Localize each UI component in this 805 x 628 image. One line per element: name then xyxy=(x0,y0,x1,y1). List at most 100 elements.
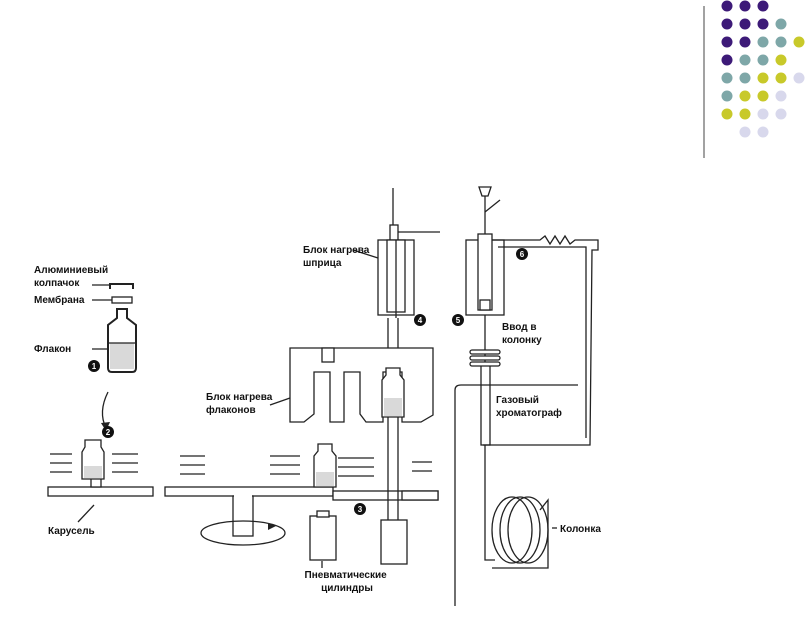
label-vial-heater: Блок нагрева флаконов xyxy=(206,392,275,416)
inlet-ring xyxy=(469,361,501,367)
decorative-dot xyxy=(739,72,751,84)
decorative-dot xyxy=(775,36,787,48)
decorative-dot xyxy=(721,0,733,12)
carousel-vial-1-liquid xyxy=(84,466,102,478)
decorative-dot xyxy=(775,54,787,66)
decorative-dot xyxy=(739,108,751,120)
decorative-dot xyxy=(757,0,769,12)
decorative-dot xyxy=(793,72,805,84)
svg-text:4: 4 xyxy=(418,316,423,325)
vial-heating-block xyxy=(289,347,434,423)
rotation-arrowhead xyxy=(268,523,276,530)
carousel xyxy=(47,439,439,546)
decorative-dot xyxy=(739,126,751,138)
vial-liquid xyxy=(110,343,134,369)
step-markers: 1 2 3 4 5 6 xyxy=(88,248,528,515)
membrane xyxy=(111,296,133,304)
inlet-barrel xyxy=(477,233,493,311)
syringe-top xyxy=(389,224,399,242)
decorative-dot xyxy=(775,90,787,102)
decorative-dot xyxy=(721,90,733,102)
capillary-column xyxy=(484,445,557,569)
inlet-plug xyxy=(479,299,491,311)
inlet-handle xyxy=(478,186,492,197)
vial-heater-leader xyxy=(269,397,291,406)
carousel-shaft xyxy=(232,495,254,537)
syringe-heater xyxy=(377,188,440,318)
syringe-heater-leader xyxy=(352,249,379,259)
column-lead-in xyxy=(484,445,495,561)
decorative-dot xyxy=(721,72,733,84)
decorative-dot xyxy=(775,108,787,120)
vial-heater-body xyxy=(289,347,434,423)
label-vial: Флакон xyxy=(34,344,71,355)
carrier-gas-line xyxy=(483,234,599,446)
heated-vial-liquid xyxy=(384,398,402,416)
aluminium-cap xyxy=(109,283,134,289)
decorative-dot xyxy=(721,36,733,48)
step-marker-5: 5 xyxy=(452,314,464,326)
carousel-leader xyxy=(77,504,95,523)
decorative-dot xyxy=(757,18,769,30)
decorative-dot xyxy=(739,90,751,102)
inlet-ring xyxy=(469,355,501,361)
decorative-dot xyxy=(721,18,733,30)
svg-text:2: 2 xyxy=(106,428,111,437)
decorative-dot xyxy=(793,36,805,48)
label-gas-chromatograph: Газовый хроматограф xyxy=(496,395,562,419)
gc-oven-outline xyxy=(454,384,578,606)
pneumatic-cylinder-1 xyxy=(309,515,337,561)
decorative-dot xyxy=(739,18,751,30)
inlet-ring xyxy=(469,349,501,355)
decorative-dot xyxy=(721,54,733,66)
svg-text:5: 5 xyxy=(456,316,461,325)
gc-inlet xyxy=(454,186,599,606)
column-lead-out xyxy=(492,498,549,569)
step-marker-2: 2 xyxy=(102,426,114,438)
rotation-ellipse xyxy=(200,520,286,546)
decorative-dot xyxy=(775,72,787,84)
column-tube xyxy=(480,364,491,446)
label-pneumatic-cylinders: Пневматические цилиндры xyxy=(305,570,390,594)
step-marker-3: 3 xyxy=(354,503,366,515)
step-marker-1: 1 xyxy=(88,360,100,372)
column-coil xyxy=(499,496,541,564)
vial-heater-neck xyxy=(321,347,335,363)
svg-text:1: 1 xyxy=(92,362,97,371)
label-membrane: Мембрана xyxy=(34,294,85,306)
svg-text:3: 3 xyxy=(358,505,363,514)
label-syringe-heater: Блок нагрева шприца xyxy=(303,245,372,269)
svg-text:6: 6 xyxy=(520,250,525,259)
decorative-dot xyxy=(757,90,769,102)
step-marker-6: 6 xyxy=(516,248,528,260)
decorative-dot xyxy=(775,18,787,30)
carousel-platform-end xyxy=(401,490,439,501)
decorative-dot xyxy=(757,72,769,84)
decorative-dot xyxy=(739,36,751,48)
carrier-gas-return xyxy=(498,246,587,438)
label-column-inlet: Ввод в колонку xyxy=(502,322,542,346)
vial xyxy=(107,308,137,373)
carousel-vial-2-liquid xyxy=(316,472,334,486)
pneumatic-cylinder-2 xyxy=(380,519,408,565)
label-aluminium-cap: Алюминиевый колпачок xyxy=(34,265,111,289)
vial-assembly xyxy=(92,283,137,373)
inlet-side-arm xyxy=(484,199,501,213)
decorative-dot xyxy=(739,0,751,12)
cylinder-1-cap xyxy=(316,510,330,518)
decorative-dot xyxy=(757,36,769,48)
decorative-dot xyxy=(757,126,769,138)
decorative-dot xyxy=(757,54,769,66)
step-marker-4: 4 xyxy=(414,314,426,326)
decorative-dot xyxy=(757,108,769,120)
shaft-joint xyxy=(234,494,252,498)
decorative-dot-grid xyxy=(721,0,805,138)
column-coil xyxy=(491,496,533,564)
label-carousel: Карусель xyxy=(48,526,95,537)
carousel-platform-left xyxy=(47,486,154,497)
label-column: Колонка xyxy=(560,524,601,535)
transfer-arrowhead xyxy=(101,422,110,431)
decorative-dot xyxy=(721,108,733,120)
decorative-dot xyxy=(739,54,751,66)
